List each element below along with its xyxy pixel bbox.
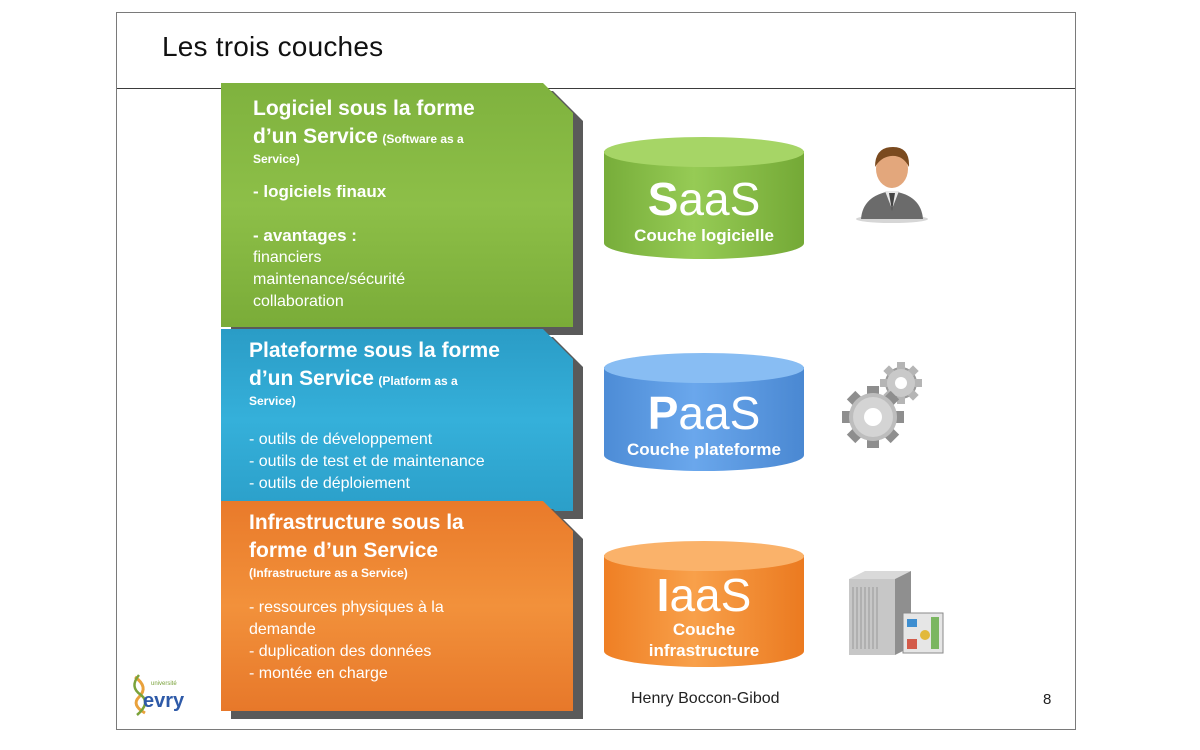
paas-english-cont: Service) [249, 394, 296, 408]
paas-english-name: (Platform as a [378, 374, 458, 388]
iaas-cylinder: IaaS Couche infrastructure [604, 541, 804, 669]
iaas-acronym: IaaS [656, 569, 752, 621]
footer-author: Henry Boccon-Gibod [631, 690, 780, 707]
saas-bullet-final-software: - logiciels finaux [253, 182, 387, 201]
paas-panel: Plateforme sous la forme d’un Service (P… [221, 329, 573, 511]
logo-small-text: université [151, 681, 177, 687]
iaas-item-scaling: - montée en charge [249, 665, 388, 682]
paas-item-dev-tools: - outils de développement [249, 431, 433, 448]
iaas-caption-line1: Couche [672, 620, 736, 639]
saas-english-cont: Service) [253, 152, 300, 166]
page-number: 8 [1043, 691, 1052, 708]
iaas-item-resources-cont: demande [249, 621, 316, 638]
saas-cylinder: SaaS Couche logicielle [604, 137, 804, 261]
paas-heading-line2: d’un Service [249, 367, 374, 390]
saas-heading-line1: Logiciel sous la forme [253, 97, 475, 120]
title-bar: Les trois couches [117, 13, 1075, 89]
gears-icon [842, 362, 922, 448]
paas-item-deploy-tools: - outils de déploiement [249, 475, 410, 492]
server-icon [849, 571, 944, 655]
iaas-item-duplication: - duplication des données [249, 643, 432, 660]
iaas-english-name: (Infrastructure as a Service) [249, 566, 408, 580]
paas-cylinder: PaaS Couche plateforme [604, 353, 804, 473]
iaas-item-resources: - ressources physiques à la [249, 599, 444, 616]
iaas-caption-line2: infrastructure [648, 641, 760, 660]
paas-heading-line1: Plateforme sous la forme [249, 339, 500, 362]
slide: Les trois couches Logiciel sous la forme… [116, 12, 1076, 730]
iaas-panel: Infrastructure sous la forme d’un Servic… [221, 501, 573, 711]
slide-title: Les trois couches [162, 31, 384, 62]
saas-panel: Logiciel sous la forme d’un Service (Sof… [221, 83, 573, 327]
logo-text: evry [143, 690, 185, 712]
paas-caption: Couche plateforme [627, 440, 781, 459]
saas-advantage-collaboration: collaboration [253, 293, 344, 310]
paas-acronym: PaaS [647, 387, 761, 439]
saas-bullet-advantages: - avantages : [253, 226, 357, 245]
saas-advantage-maintenance: maintenance/sécurité [253, 271, 406, 288]
user-icon [856, 147, 928, 223]
saas-heading-line2: d’un Service [253, 125, 378, 148]
iaas-heading-line2: forme d’un Service [249, 539, 439, 562]
iaas-heading-line1: Infrastructure sous la [249, 511, 464, 534]
university-logo: université evry [133, 674, 185, 716]
paas-item-test-tools: - outils de test et de maintenance [249, 453, 485, 470]
saas-acronym: SaaS [647, 173, 761, 225]
saas-advantage-financial: financiers [253, 249, 322, 266]
saas-english-name: (Software as a [382, 132, 464, 146]
saas-caption: Couche logicielle [634, 226, 774, 245]
